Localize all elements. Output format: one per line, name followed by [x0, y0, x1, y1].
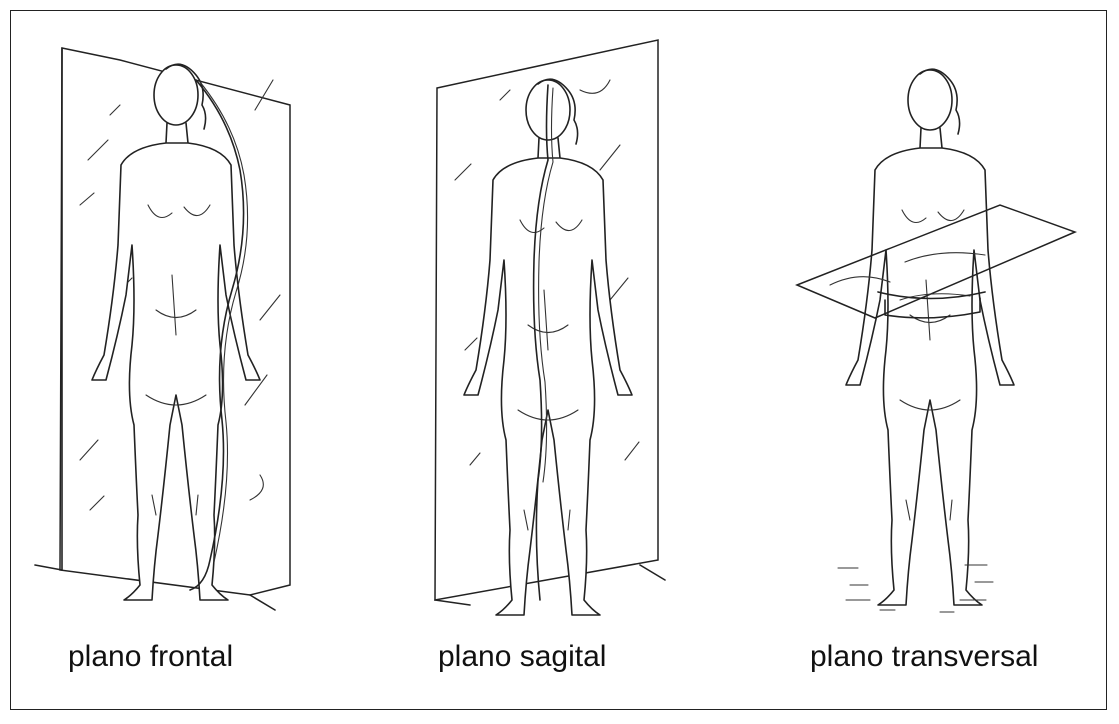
frontal-plane-label: plano frontal: [68, 640, 233, 674]
transverse-plane-label: plano transversal: [810, 640, 1038, 674]
sagittal-plane-figure: [435, 40, 665, 615]
sagittal-plane-label: plano sagital: [438, 640, 606, 674]
frontal-plane-figure: [35, 48, 290, 610]
transverse-plane-figure: [797, 69, 1075, 612]
